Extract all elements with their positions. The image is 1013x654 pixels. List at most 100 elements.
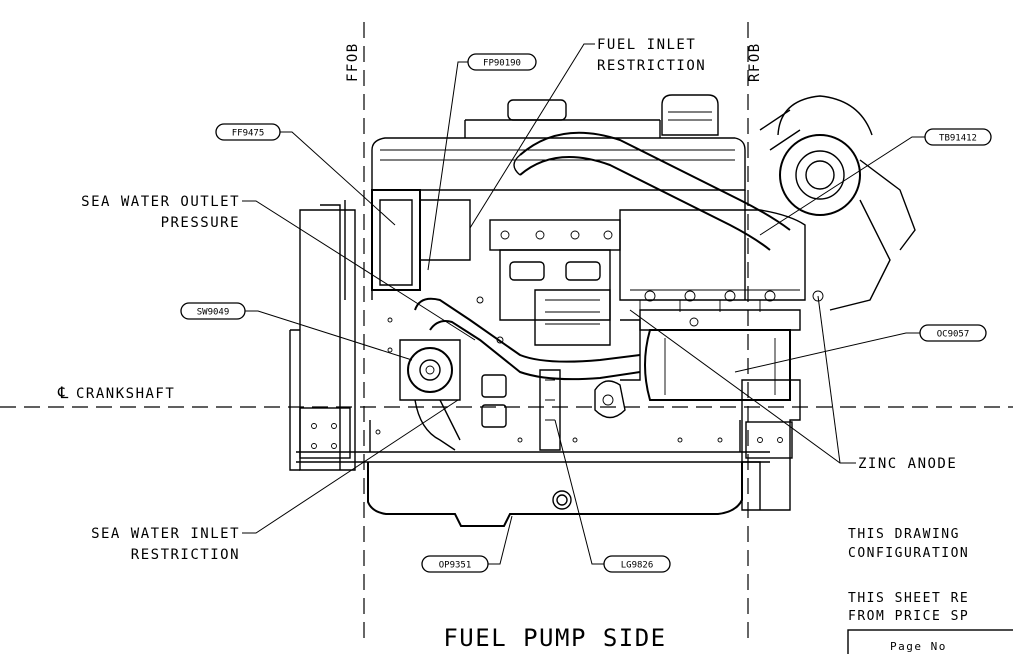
sheet-note-line1: THIS SHEET RE [848, 591, 969, 606]
drain-plug-inner [556, 494, 568, 506]
tag-tb: TB91412 [939, 134, 977, 144]
mount-bolt [311, 443, 317, 449]
turbo-feed-line [759, 109, 801, 151]
block-bolts [375, 290, 824, 443]
valve-cover [371, 137, 746, 191]
leader-oc [734, 332, 920, 373]
sea-water-outlet-line2: PRESSURE [161, 215, 240, 231]
front-mount-bracket [299, 407, 351, 459]
tag-sw: SW9049 [197, 308, 230, 318]
sea-water-inlet-elbow [414, 399, 461, 451]
mount-bolt [311, 423, 317, 429]
leader-lines [242, 43, 925, 565]
turbo-scroll [777, 95, 873, 136]
leader-ff [280, 131, 396, 226]
tag-tb-pill [924, 128, 992, 146]
fuel-inlet-line2: RESTRICTION [597, 58, 706, 74]
sea-water-inlet-line2: RESTRICTION [131, 547, 240, 563]
leader-zinc-a [629, 309, 856, 464]
tag-op: OP9351 [439, 561, 472, 571]
manifold-bolt [764, 290, 776, 302]
charge-pipe-elbow [513, 154, 521, 176]
block-port [481, 404, 507, 428]
tag-oc: OC9057 [937, 330, 970, 340]
turbo-inlet-ring [795, 150, 845, 200]
mount-bolt [757, 437, 763, 443]
front-cover-plate [299, 209, 356, 471]
oil-fill-port [594, 380, 626, 419]
leader-sea-water-outlet [242, 200, 476, 341]
fuel-pump-window [565, 261, 601, 281]
rear-housing [741, 379, 801, 511]
drain-plug-outer [552, 490, 572, 510]
leader-tb [759, 136, 925, 236]
front-cover-ribs [320, 200, 346, 470]
sea-water-inlet-line1: SEA WATER INLET [91, 526, 240, 542]
mount-bolt [777, 437, 783, 443]
turbo-exhaust-elbow [829, 199, 891, 311]
block-base-sides [369, 420, 741, 452]
sea-water-pump-hub [419, 359, 441, 381]
fuel-filter-element [379, 199, 413, 286]
sea-water-pump-shaft [425, 365, 435, 375]
engine-body [289, 94, 916, 527]
tag-oc-pill [919, 324, 987, 342]
info-box-text: Page No [890, 640, 947, 653]
turbo-housing [779, 134, 861, 216]
crankshaft-label: CRANKSHAFT [76, 386, 175, 402]
fuel-rail-block [489, 219, 621, 251]
breather-housing [507, 99, 567, 121]
ffob-label: FFOB [345, 42, 361, 82]
rail-fitting [500, 230, 510, 240]
fuel-pump-body [499, 249, 611, 321]
info-box [847, 629, 1013, 654]
rear-mount-foot [742, 461, 761, 510]
dipstick-ribs [545, 379, 555, 421]
crankshaft-symbol: ℄ [57, 383, 70, 402]
sea-water-pump-housing [407, 347, 453, 393]
rail-fitting [570, 230, 580, 240]
fuel-pump-lower [534, 289, 611, 346]
view-title: FUEL PUMP SIDE [443, 624, 666, 652]
zinc-anode-label: ZINC ANODE [858, 456, 957, 472]
leader-sea-water-inlet [242, 399, 459, 534]
rail-fitting [603, 230, 613, 240]
leader-op [488, 515, 513, 565]
tag-op-pill [421, 555, 489, 573]
turbo-inlet-core [805, 160, 835, 190]
valve-cover-ribs [380, 149, 735, 161]
dipstick-tube-guide [539, 369, 561, 451]
rocker-cover-top [464, 119, 661, 138]
drawing-note-line2: CONFIGURATION [848, 546, 969, 561]
leader-fp [427, 61, 468, 271]
intake-runners [630, 289, 800, 312]
sea-water-hose-upper [414, 297, 641, 363]
tag-ff: FF9475 [232, 129, 265, 139]
aftercooler-housing [619, 209, 806, 301]
fuel-return-line [620, 319, 641, 381]
oil-cooler-bands [664, 338, 776, 395]
rail-fitting [535, 230, 545, 240]
block-base-rail [296, 451, 770, 463]
rfob-label: RFOB [747, 42, 763, 82]
fuel-inlet-line1: FUEL INLET [597, 37, 696, 53]
leader-lg [554, 419, 604, 565]
tag-fp: FP90190 [483, 59, 521, 69]
manifold-bolt [724, 290, 736, 302]
tag-ff-pill [215, 123, 281, 141]
manifold-bolt [644, 290, 656, 302]
leader-fuel-inlet [469, 43, 595, 229]
leader-zinc-b [817, 295, 841, 464]
oil-fill-plug [602, 394, 614, 406]
tag-sw-pill [180, 302, 246, 320]
turbo-outlet-pipe [859, 159, 916, 251]
charge-pipe-upper [519, 131, 791, 231]
cylinder-head-sides [371, 190, 746, 300]
manifold-bolt [684, 290, 696, 302]
tag-lg: LG9826 [621, 561, 654, 571]
sea-water-pump-plate [399, 339, 461, 401]
fuel-pump-window [509, 261, 545, 281]
front-pulley-edge [289, 329, 300, 471]
